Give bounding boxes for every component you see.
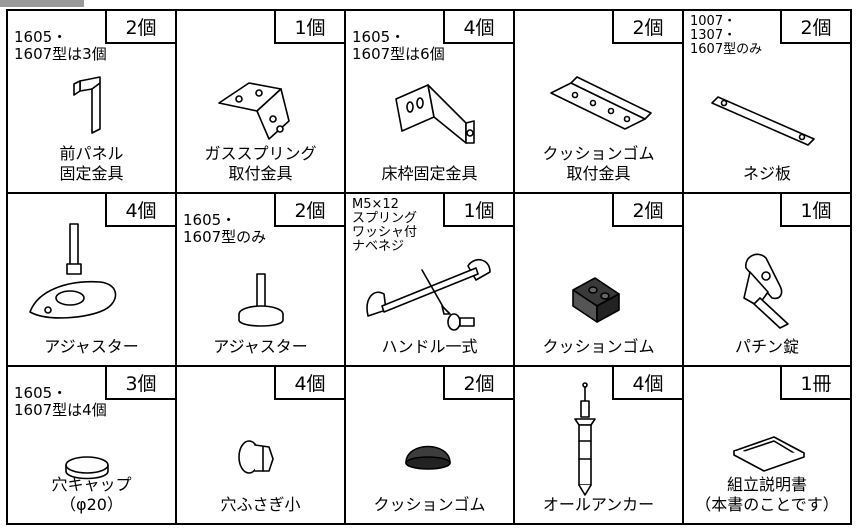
gas-spring-bracket-icon [177, 11, 344, 192]
cushion-rubber-bracket-icon [515, 11, 682, 192]
quantity-badge: 4個 [612, 367, 682, 400]
part-cell: 2個 1605・ 1607型のみ アジャスター [175, 192, 346, 367]
part-cell: 1個 パチン錠 [682, 192, 852, 367]
part-name: アジャスター [213, 337, 308, 356]
variant-note: 1605・ 1607型は3個 [14, 28, 107, 63]
variant-note: 1605・ 1607型のみ [183, 211, 267, 246]
variant-note: 1605・ 1607型は6個 [352, 28, 445, 63]
part-cell: 1個 M5×12 スプリング ワッシャ付 ナベネジ ハンドル一式 [344, 192, 515, 367]
handle-set-icon [346, 194, 513, 365]
part-name: 穴キャップ （φ20） [51, 475, 132, 514]
part-name: クッションゴム 取付金具 [542, 144, 655, 183]
cushion-rubber-block-icon [515, 194, 682, 365]
part-name: クッションゴム [373, 495, 486, 514]
quantity-badge: 1冊 [780, 367, 850, 400]
part-cell: 4個 オールアンカー [513, 365, 684, 525]
part-cell: 1冊 組立説明書 （本書のことです） [682, 365, 852, 525]
all-anchor-icon [515, 367, 682, 523]
part-name: ガススプリング 取付金具 [204, 144, 317, 183]
quantity-badge: 1個 [274, 11, 344, 44]
adjuster-small-icon [177, 194, 344, 365]
quantity-badge: 4個 [105, 194, 175, 227]
variant-note: 1007・ 1307・ 1607型のみ [690, 14, 763, 57]
quantity-badge: 4個 [274, 367, 344, 400]
part-name: アジャスター [44, 337, 139, 356]
part-cell: 1個 ガススプリング 取付金具 [175, 9, 346, 194]
manual-icon [684, 367, 850, 523]
latch-icon [684, 194, 850, 365]
quantity-badge: 2個 [105, 11, 175, 44]
part-name: クッションゴム [542, 337, 655, 356]
hole-plug-small-icon [177, 367, 344, 523]
part-cell: 4個 穴ふさぎ小 [175, 365, 346, 525]
variant-note: M5×12 スプリング ワッシャ付 ナベネジ [352, 197, 418, 254]
adjuster-large-icon [8, 194, 175, 365]
floor-frame-bracket-icon [346, 11, 513, 192]
quantity-badge: 2個 [780, 11, 850, 44]
quantity-badge: 2個 [274, 194, 344, 227]
part-cell: 2個 クッションゴム [344, 365, 515, 525]
screw-plate-icon [684, 11, 850, 192]
hole-cap-icon [8, 367, 175, 523]
quantity-badge: 2個 [443, 367, 513, 400]
part-name: ハンドル一式 [381, 337, 478, 356]
panel-bracket-icon [8, 11, 175, 192]
part-name: 組立説明書 （本書のことです） [695, 475, 839, 514]
part-name: パチン錠 [734, 337, 799, 356]
part-name: オールアンカー [542, 495, 655, 514]
part-cell: 2個 クッションゴム [513, 192, 684, 367]
cushion-rubber-dome-icon [346, 367, 513, 523]
part-name: 床枠固定金具 [381, 164, 478, 183]
part-name: 前パネル 固定金具 [59, 144, 124, 183]
part-cell: 3個 1605・ 1607型は4個 穴キャップ （φ20） [6, 365, 177, 525]
header-tab [0, 0, 84, 7]
part-name: 穴ふさぎ小 [220, 495, 301, 514]
quantity-badge: 2個 [612, 11, 682, 44]
quantity-badge: 2個 [612, 194, 682, 227]
parts-grid: 2個 1605・ 1607型は3個 前パネル 固定金具 1個 ガススプリング 取… [6, 9, 852, 525]
part-cell: 2個 1007・ 1307・ 1607型のみ ネジ板 [682, 9, 852, 194]
quantity-badge: 1個 [443, 194, 513, 227]
quantity-badge: 3個 [105, 367, 175, 400]
quantity-badge: 1個 [780, 194, 850, 227]
part-cell: 2個 クッションゴム 取付金具 [513, 9, 684, 194]
part-cell: 4個 1605・ 1607型は6個 床枠固定金具 [344, 9, 515, 194]
part-cell: 4個 アジャスター [6, 192, 177, 367]
variant-note: 1605・ 1607型は4個 [14, 384, 107, 419]
quantity-badge: 4個 [443, 11, 513, 44]
part-name: ネジ板 [742, 164, 791, 183]
part-cell: 2個 1605・ 1607型は3個 前パネル 固定金具 [6, 9, 177, 194]
